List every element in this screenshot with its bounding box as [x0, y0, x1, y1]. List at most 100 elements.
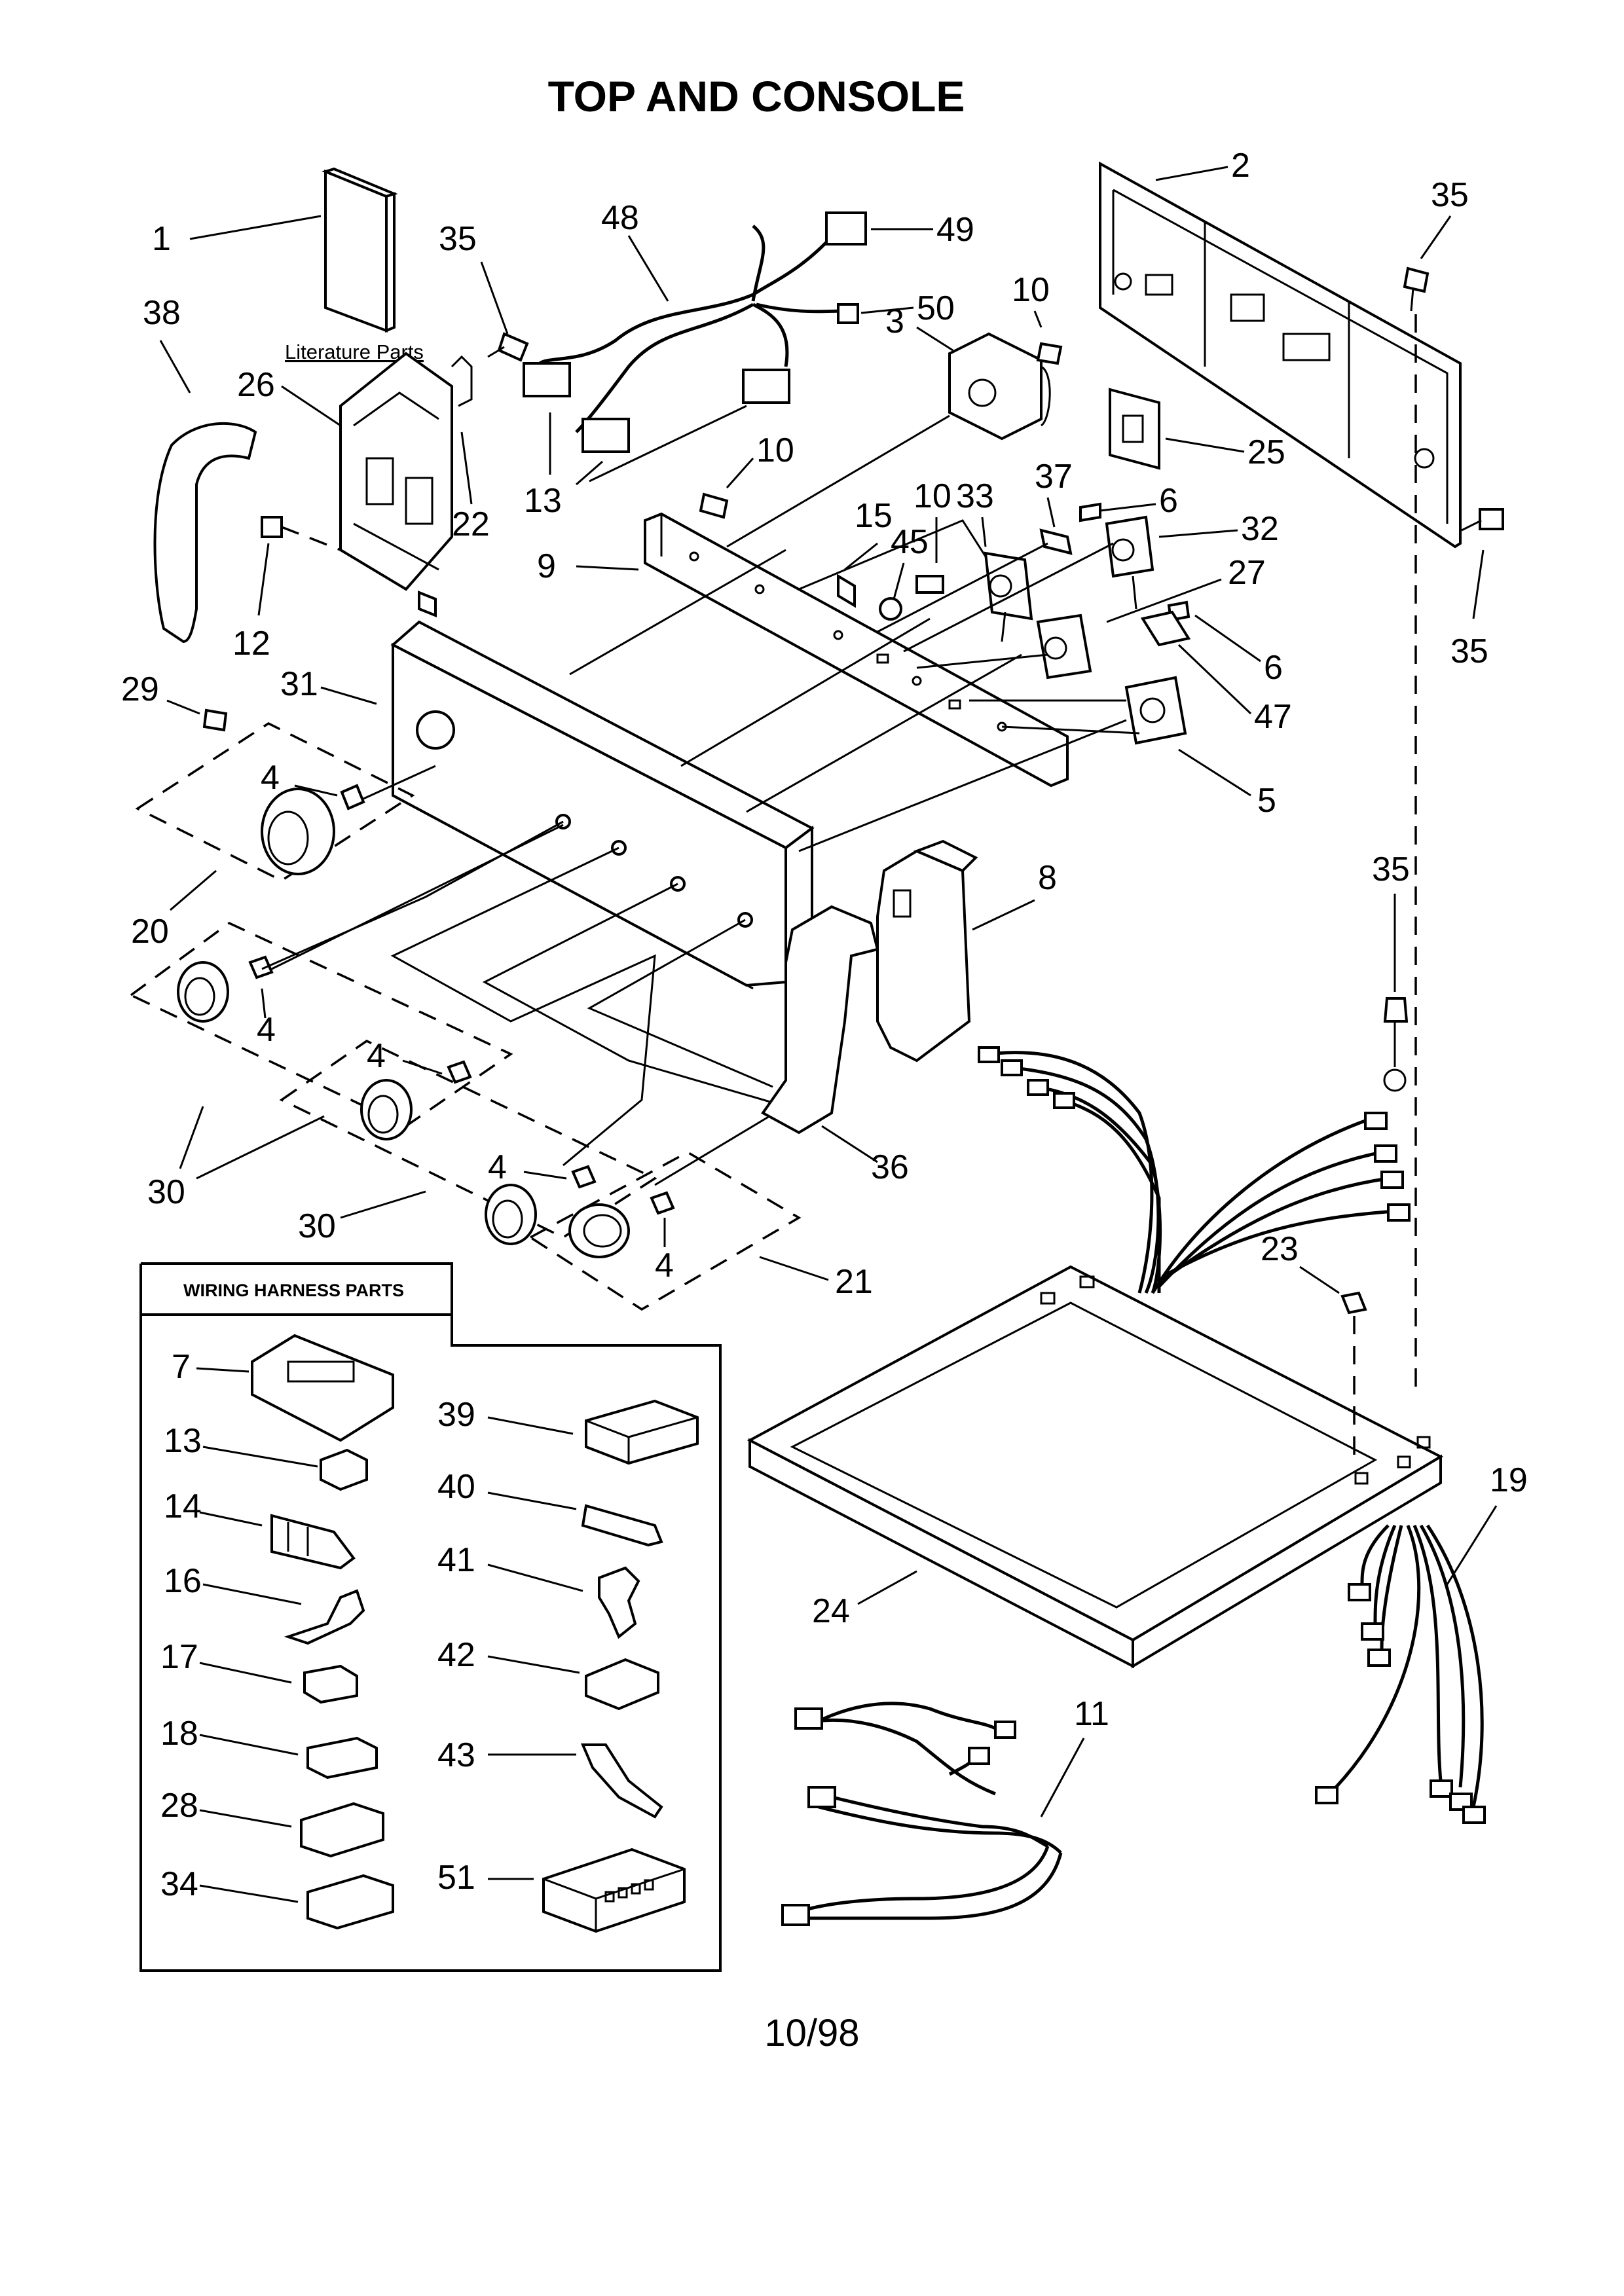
connector-28: [300, 1802, 384, 1858]
screw-10-top: [1036, 342, 1063, 365]
callout-23: 23: [1261, 1230, 1299, 1268]
control-panel-9: [644, 512, 1069, 788]
callout-20: 20: [131, 913, 169, 951]
callout-48: 48: [601, 199, 639, 237]
callout-6-top: 6: [1159, 482, 1178, 520]
callout-43: 43: [437, 1736, 475, 1774]
clip-4-e: [650, 1191, 675, 1215]
knob-20: [261, 788, 335, 875]
callout-26: 26: [237, 366, 275, 404]
switch-32: [1105, 515, 1154, 610]
callout-39: 39: [437, 1396, 475, 1434]
callout-6-lower: 6: [1264, 649, 1283, 687]
callout-12: 12: [232, 625, 270, 663]
screw-12: [261, 516, 283, 538]
callout-4-c: 4: [367, 1037, 386, 1075]
wire-harness-19: [1315, 1524, 1486, 1824]
callout-35-upper-right: 35: [1431, 176, 1469, 214]
callout-33: 33: [956, 477, 994, 515]
clip-41: [598, 1566, 640, 1639]
callout-13-box: 13: [164, 1422, 202, 1460]
callout-31: 31: [280, 665, 318, 703]
knob-30-a: [177, 961, 229, 1023]
callout-47: 47: [1254, 698, 1292, 736]
clip-4-c: [447, 1060, 472, 1084]
callout-40: 40: [437, 1468, 475, 1506]
wire-harness-11: [781, 1702, 1063, 1926]
literature-booklet: [322, 167, 398, 333]
callout-8: 8: [1038, 859, 1057, 897]
connector-13: [320, 1448, 368, 1491]
callout-42: 42: [437, 1636, 475, 1674]
callout-28: 28: [160, 1787, 198, 1825]
wiring-harness-parts-box: [139, 1262, 722, 1972]
callout-29: 29: [121, 670, 159, 708]
bracket-25: [1109, 388, 1160, 470]
cabinet-top-24: [747, 1265, 1444, 1669]
connector-14: [270, 1514, 356, 1570]
callout-2: 2: [1231, 147, 1250, 185]
callout-24: 24: [812, 1592, 850, 1630]
screw-29: [202, 708, 228, 732]
footer-date: 10/98: [764, 2012, 859, 2054]
callout-4-d: 4: [488, 1148, 507, 1186]
timer-knob-21: [568, 1203, 630, 1258]
terminal-16: [284, 1589, 365, 1645]
console-endcap-8: [876, 839, 978, 1063]
callout-13: 13: [524, 482, 562, 520]
callout-15: 15: [855, 497, 893, 535]
screw-35-right-lower: [1461, 508, 1504, 532]
callout-4-a: 4: [261, 759, 280, 797]
callout-36: 36: [871, 1148, 909, 1186]
callout-27: 27: [1228, 554, 1266, 592]
bracket-15: [837, 574, 856, 608]
screw-10-right: [915, 575, 944, 594]
clip-4-b: [248, 955, 274, 979]
grommet-45: [879, 597, 902, 621]
callout-51: 51: [437, 1859, 475, 1897]
connector-42: [585, 1658, 659, 1711]
connector-housing-51: [542, 1848, 686, 1933]
screw-10-mid: [699, 492, 729, 519]
connector-housing-39: [585, 1399, 699, 1465]
console-endcap-left: [153, 422, 257, 644]
clip-37: [1039, 528, 1073, 555]
callout-41: 41: [437, 1541, 475, 1579]
callout-22: 22: [452, 505, 490, 543]
callout-17: 17: [160, 1638, 198, 1676]
callout-19: 19: [1490, 1461, 1528, 1499]
callout-7: 7: [172, 1348, 191, 1386]
switch-3: [948, 332, 1051, 441]
callout-10-top: 10: [1012, 271, 1050, 309]
connector-block-7: [251, 1334, 394, 1442]
callout-1: 1: [152, 220, 171, 258]
callout-16: 16: [164, 1562, 202, 1600]
connector-34: [306, 1874, 394, 1930]
clip-4-a: [340, 784, 365, 811]
console-31: [390, 591, 815, 990]
callout-21: 21: [835, 1263, 873, 1301]
switch-27: [1036, 613, 1092, 680]
callout-32: 32: [1241, 510, 1279, 548]
terminal-43: [580, 1743, 663, 1819]
callout-37: 37: [1035, 458, 1073, 496]
callout-10-right: 10: [913, 477, 951, 515]
callout-34: 34: [160, 1865, 198, 1903]
screw-35-left: [487, 332, 529, 362]
callout-35-ground: 35: [1372, 850, 1410, 888]
ground-screw-35: [1383, 997, 1409, 1092]
callout-11: 11: [1074, 1695, 1109, 1733]
switch-5: [1124, 676, 1187, 745]
console-side-bracket: [339, 352, 453, 591]
screw-35-right-top: [1403, 266, 1430, 312]
callout-38: 38: [143, 294, 181, 332]
connector-17: [303, 1664, 358, 1704]
screw-6-top: [1079, 502, 1101, 522]
wire-harness-48: [523, 211, 867, 453]
callout-4-b: 4: [257, 1011, 276, 1049]
callout-50: 50: [917, 289, 955, 327]
callout-35-right: 35: [1450, 632, 1488, 670]
connector-18: [306, 1736, 378, 1779]
clip-4-d: [571, 1165, 597, 1189]
